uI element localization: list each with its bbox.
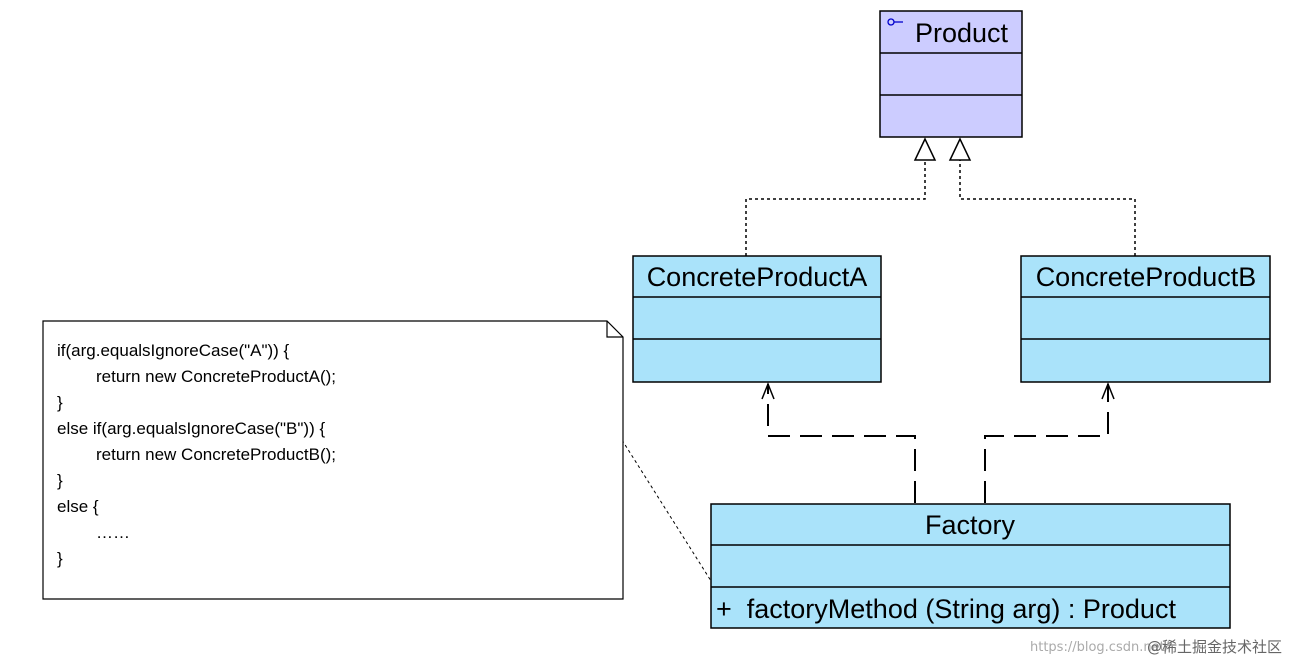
watermark-url: https://blog.csdn.net/ xyxy=(1030,640,1170,655)
note-line-4: else if(arg.equalsIgnoreCase("B")) { xyxy=(57,419,325,438)
realization-b-arrowhead xyxy=(948,137,972,161)
watermark: https://blog.csdn.net/ @稀土掘金技术社区 xyxy=(1030,638,1282,656)
note-line-7: else { xyxy=(57,497,99,516)
dependency-factory-to-b xyxy=(984,384,1109,503)
note-folded-corner xyxy=(606,321,623,338)
realization-b-to-product xyxy=(959,160,1136,256)
note-line-5: return new ConcreteProductB(); xyxy=(96,445,336,464)
realization-a-arrowhead xyxy=(913,137,937,161)
class-factory-operation: + factoryMethod (String arg) : Product xyxy=(716,594,1176,624)
class-product-name: Product xyxy=(915,18,1009,48)
dependency-a-arrowhead xyxy=(761,381,775,400)
watermark-text: @稀土掘金技术社区 xyxy=(1147,638,1282,656)
dependency-b-arrowhead xyxy=(1101,381,1115,400)
note-line-3: } xyxy=(57,393,63,412)
class-concrete-product-b-name: ConcreteProductB xyxy=(1036,262,1257,292)
class-concrete-product-a-name: ConcreteProductA xyxy=(647,262,868,292)
code-note: if(arg.equalsIgnoreCase("A")) { return n… xyxy=(42,320,624,600)
class-product-box xyxy=(879,10,1023,138)
note-body xyxy=(42,320,624,600)
class-factory-name: Factory xyxy=(925,510,1016,540)
class-concrete-product-a[interactable]: ConcreteProductA xyxy=(632,255,882,383)
class-concrete-product-b[interactable]: ConcreteProductB xyxy=(1020,255,1271,383)
note-line-9: } xyxy=(57,549,63,568)
dependency-factory-to-a xyxy=(767,384,916,503)
class-concrete-product-b-box xyxy=(1020,255,1271,383)
class-product[interactable]: Product xyxy=(879,10,1023,138)
note-line-6: } xyxy=(57,471,63,490)
class-factory[interactable]: Factory + factoryMethod (String arg) : P… xyxy=(710,503,1231,629)
note-anchor-line xyxy=(621,439,719,593)
note-line-8: …… xyxy=(96,523,130,542)
interface-icon xyxy=(887,18,903,26)
realization-a-to-product xyxy=(745,160,926,256)
note-line-1: if(arg.equalsIgnoreCase("A")) { xyxy=(57,341,290,360)
class-concrete-product-a-box xyxy=(632,255,882,383)
class-factory-box xyxy=(710,503,1231,629)
note-line-2: return new ConcreteProductA(); xyxy=(96,367,336,386)
